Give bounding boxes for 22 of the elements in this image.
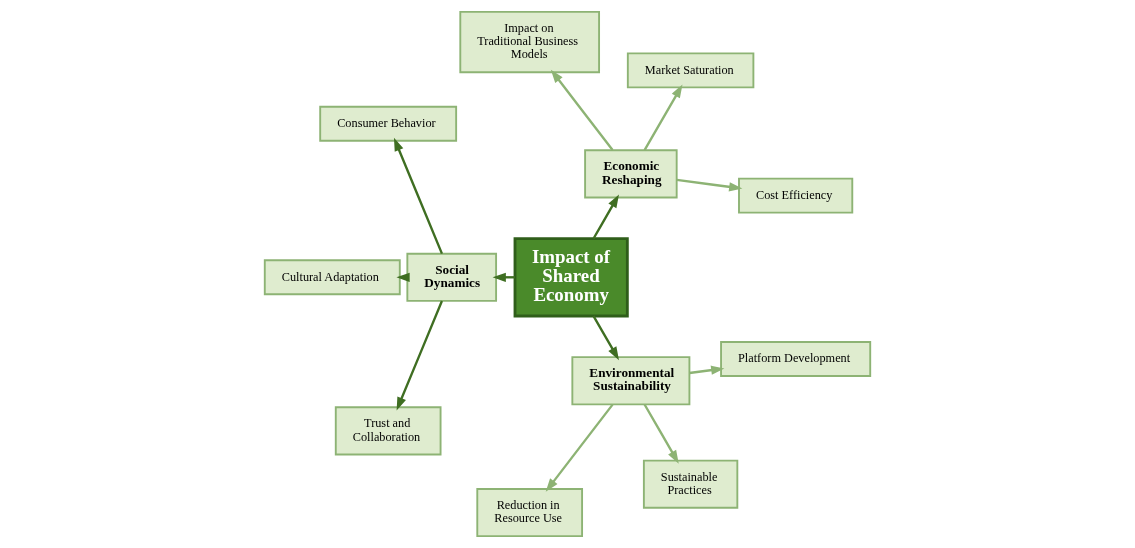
arrow bbox=[643, 403, 679, 464]
node-box: Environmental Sustainability bbox=[571, 356, 691, 406]
arrow bbox=[643, 84, 683, 151]
node-box: Economic Reshaping bbox=[584, 149, 678, 199]
node-box: Sustainable Practices bbox=[642, 459, 739, 509]
arrow bbox=[689, 365, 725, 375]
arrow bbox=[396, 300, 444, 411]
node-box: Cultural Adaptation bbox=[263, 259, 401, 296]
node-box: Consumer Behavior bbox=[319, 105, 458, 142]
arrow bbox=[545, 403, 614, 492]
arrow bbox=[592, 315, 619, 361]
node-box: Impact on Traditional Business Models bbox=[459, 10, 601, 74]
arrow bbox=[550, 69, 614, 151]
node-box: Market Saturation bbox=[626, 52, 755, 89]
arrow bbox=[393, 137, 444, 255]
node-box: Impact of Shared Economy bbox=[513, 237, 629, 318]
node-box: Trust and Collaboration bbox=[334, 406, 442, 456]
node-box: Cost Efficiency bbox=[738, 177, 854, 214]
node-box: Platform Development bbox=[720, 341, 872, 377]
arrow bbox=[676, 178, 743, 192]
arrow bbox=[592, 194, 619, 240]
node-box: Reduction in Resource Use bbox=[476, 488, 584, 538]
